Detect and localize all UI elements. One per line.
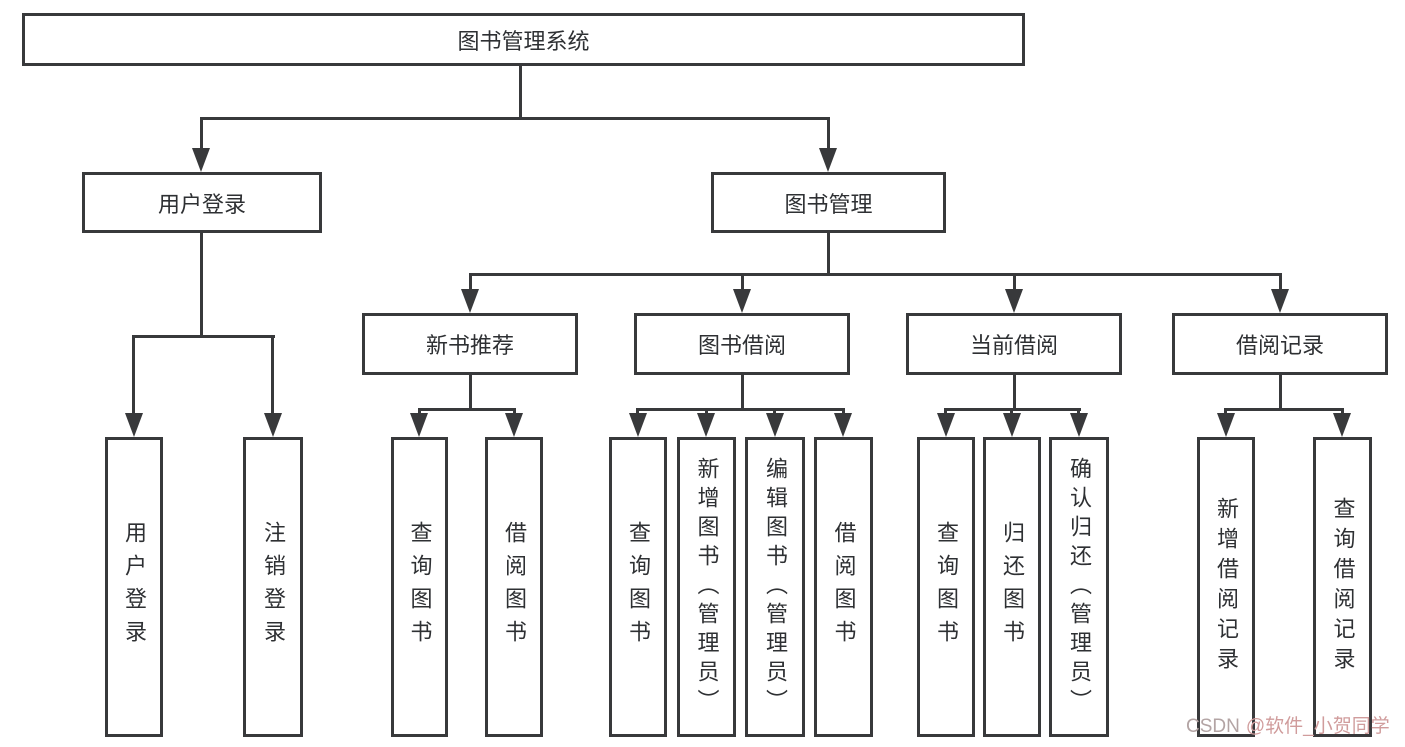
node-book-management: 图书管理 [711,172,946,233]
connector-book-borrow-stem [741,375,744,408]
node-current-borrow-label: 当前借阅 [969,333,1058,358]
arrowhead-query-books-2 [629,413,647,437]
arrow-line-new-book-recommend [469,273,472,293]
arrowhead-leaf-user-login [125,413,143,437]
connector-current-borrow-stem [1013,375,1016,408]
arrow-line-book-management [827,117,830,151]
connector-user-login-bar [133,335,275,338]
leaf-user-login: 用户登录 [105,437,163,737]
leaf-add-books-admin: 新增图书（管理员） [677,437,736,737]
node-user-login-label: 用户登录 [157,191,246,217]
leaf-return-books: 归还图书 [983,437,1041,737]
csdn-watermark-prefix: CSDN [1186,716,1240,737]
connector-borrow-records-bar [1224,408,1344,411]
arrow-line-leaf-logout [271,335,274,415]
arrow-line-leaf-user-login [132,335,135,415]
arrowhead-add-borrow-record [1217,413,1235,437]
leaf-add-borrow-record-label: 新增借阅记录 [1214,497,1239,677]
csdn-watermark-handle: @软件_小贺同学 [1245,716,1390,737]
connector-book-management-stem [827,233,830,273]
connector-root-stem [519,66,522,117]
leaf-borrow-books-1: 借阅图书 [485,437,543,737]
leaf-query-books-2: 查询图书 [609,437,667,737]
leaf-query-books-3-label: 查询图书 [934,521,959,653]
leaf-query-books-1-label: 查询图书 [407,521,433,653]
leaf-add-books-admin-label: 新增图书（管理员） [694,456,720,718]
node-user-login: 用户登录 [82,172,322,233]
arrow-line-user-login [200,117,203,151]
arrowhead-current-borrow [1005,289,1023,313]
arrowhead-borrow-books-1 [505,413,523,437]
arrowhead-edit-books [766,413,784,437]
arrowhead-new-book-recommend [461,289,479,313]
leaf-edit-books-admin-label: 编辑图书（管理员） [763,456,788,718]
arrowhead-borrow-records [1271,289,1289,313]
leaf-borrow-books-1-label: 借阅图书 [502,521,527,653]
arrowhead-return-books [1003,413,1021,437]
node-borrow-records: 借阅记录 [1172,313,1388,375]
arrowhead-query-books-1 [410,413,428,437]
node-book-management-label: 图书管理 [784,191,873,217]
leaf-return-books-label: 归还图书 [1000,521,1025,653]
connector-book-borrow-bar [636,408,845,411]
arrow-line-borrow-records [1279,273,1282,293]
leaf-user-login-label: 用户登录 [122,521,147,653]
connector-user-login-stem [200,233,203,335]
arrowhead-query-borrow-record [1333,413,1351,437]
arrowhead-confirm-return [1070,413,1088,437]
arrowhead-book-borrow [733,289,751,313]
leaf-query-books-1: 查询图书 [391,437,448,737]
node-current-borrow: 当前借阅 [906,313,1122,375]
connector-borrow-records-stem [1279,375,1282,408]
leaf-add-borrow-record: 新增借阅记录 [1197,437,1255,737]
arrowhead-book-management [819,148,837,172]
leaf-borrow-books-2-label: 借阅图书 [831,521,857,653]
arrow-line-book-borrow [741,273,744,293]
node-book-borrow-label: 图书借阅 [697,333,786,358]
connector-level3-bar [469,273,1282,276]
leaf-logout-label: 注销登录 [261,521,286,653]
node-new-book-recommend-label: 新书推荐 [425,333,514,358]
leaf-edit-books-admin: 编辑图书（管理员） [745,437,805,737]
leaf-logout: 注销登录 [243,437,303,737]
connector-new-book-stem [469,375,472,408]
leaf-query-borrow-record-label: 查询借阅记录 [1330,497,1356,677]
arrowhead-user-login [192,148,210,172]
node-borrow-records-label: 借阅记录 [1235,333,1324,358]
arrowhead-leaf-logout [264,413,282,437]
arrowhead-borrow-books-2 [834,413,852,437]
arrowhead-query-books-3 [937,413,955,437]
leaf-query-books-3: 查询图书 [917,437,975,737]
connector-new-book-bar [418,408,516,411]
node-root-system: 图书管理系统 [22,13,1025,66]
node-root-label: 图书管理系统 [457,28,590,54]
arrow-line-current-borrow [1013,273,1016,293]
arrowhead-add-books [697,413,715,437]
connector-level2-bar [200,117,830,120]
node-new-book-recommend: 新书推荐 [362,313,578,375]
leaf-query-borrow-record: 查询借阅记录 [1313,437,1372,737]
leaf-confirm-return-admin: 确认归还（管理员） [1049,437,1109,737]
leaf-borrow-books-2: 借阅图书 [814,437,873,737]
leaf-query-books-2-label: 查询图书 [626,521,651,653]
node-book-borrow: 图书借阅 [634,313,850,375]
leaf-confirm-return-admin-label: 确认归还（管理员） [1067,456,1092,718]
csdn-watermark: CSDN@软件_小贺同学 [1186,714,1390,740]
